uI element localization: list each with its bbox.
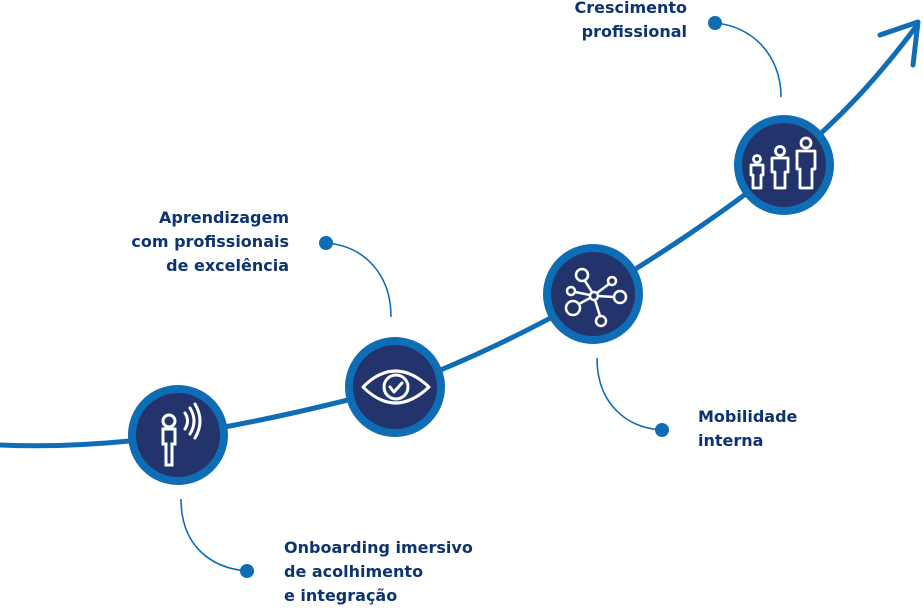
step-node-onboarding [128,385,228,485]
label-line: interna [698,431,764,450]
connector-dot [240,564,254,578]
label-line: Crescimento [574,0,687,17]
step-label-onboarding: Onboarding imersivo de acolhimento e int… [284,536,473,608]
step-label-crescimento: Crescimento profissional [574,0,687,44]
connector-onboarding [180,498,248,572]
label-line: de acolhimento [284,562,424,581]
step-node-aprendizagem [345,337,445,437]
label-line: profissional [581,22,687,41]
person-broadcast-icon [161,402,202,467]
label-line: Mobilidade [698,407,798,426]
eye-check-icon [361,369,431,405]
label-line: Aprendizagem [159,208,289,227]
label-line: e integração [284,586,398,605]
step-node-mobilidade [543,244,643,344]
connector-aprendizagem [325,242,392,318]
arrow-head-icon [877,19,921,68]
label-line: Onboarding imersivo [284,538,473,557]
connector-crescimento [714,22,782,98]
label-line: de excelência [166,256,289,275]
connector-mobilidade [596,357,663,431]
connector-dot [708,16,722,30]
connector-dot [655,423,669,437]
step-node-crescimento [734,115,834,215]
network-nodes-icon [564,267,628,328]
connector-dot [319,236,333,250]
step-label-aprendizagem: Aprendizagem com profissionais de excelê… [131,206,289,278]
step-label-mobilidade: Mobilidade interna [698,405,797,453]
people-growth-icon [749,136,817,190]
label-line: com profissionais [131,232,289,251]
